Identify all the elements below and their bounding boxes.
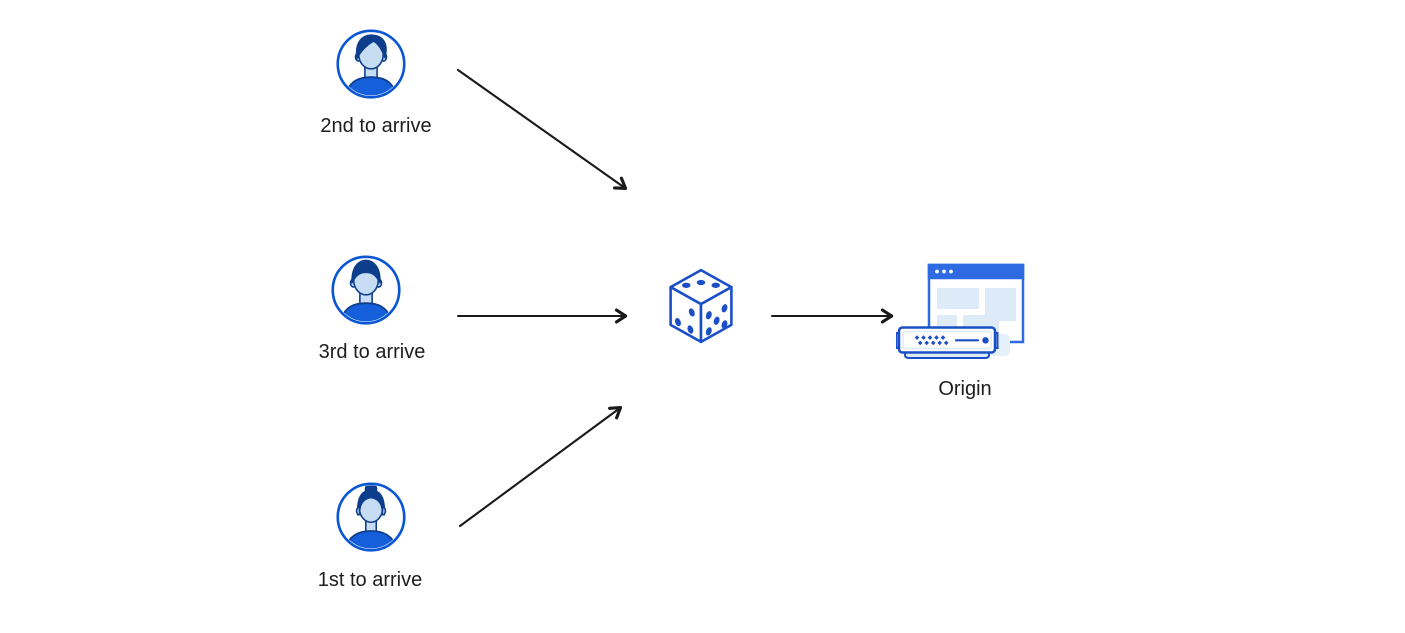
origin-label: Origin <box>938 378 992 400</box>
origin-server-browser-icon <box>896 263 1025 359</box>
die-pips-top <box>682 279 720 288</box>
client-label-2nd: 2nd to arrive <box>320 115 432 137</box>
client-label-1st: 1st to arrive <box>317 569 423 591</box>
user-avatar-man-short-hair-icon <box>331 255 401 325</box>
rack-server <box>896 326 999 359</box>
arrow-1st-to-dice <box>458 406 623 528</box>
die-pips-right <box>705 304 728 336</box>
client-label-3rd: 3rd to arrive <box>318 341 426 363</box>
avatar-hair-swept <box>355 34 387 60</box>
browser-window-dots <box>935 269 953 274</box>
dice-icon <box>669 268 733 344</box>
server-indicator-dot <box>982 337 989 344</box>
die-pips-left <box>675 308 695 334</box>
avatar-hair-short <box>351 259 381 284</box>
user-avatar-woman-bun-icon <box>336 482 406 552</box>
user-avatar-man-swept-hair-icon <box>336 29 406 99</box>
browser-title-bar <box>927 263 1025 280</box>
server-diamond-lights <box>914 335 949 346</box>
arrow-2nd-to-dice <box>456 68 628 190</box>
browser-content-panels <box>937 288 1016 332</box>
server-inner-edge <box>902 330 992 350</box>
server-body <box>897 326 997 354</box>
avatar-hair-front <box>358 490 384 515</box>
